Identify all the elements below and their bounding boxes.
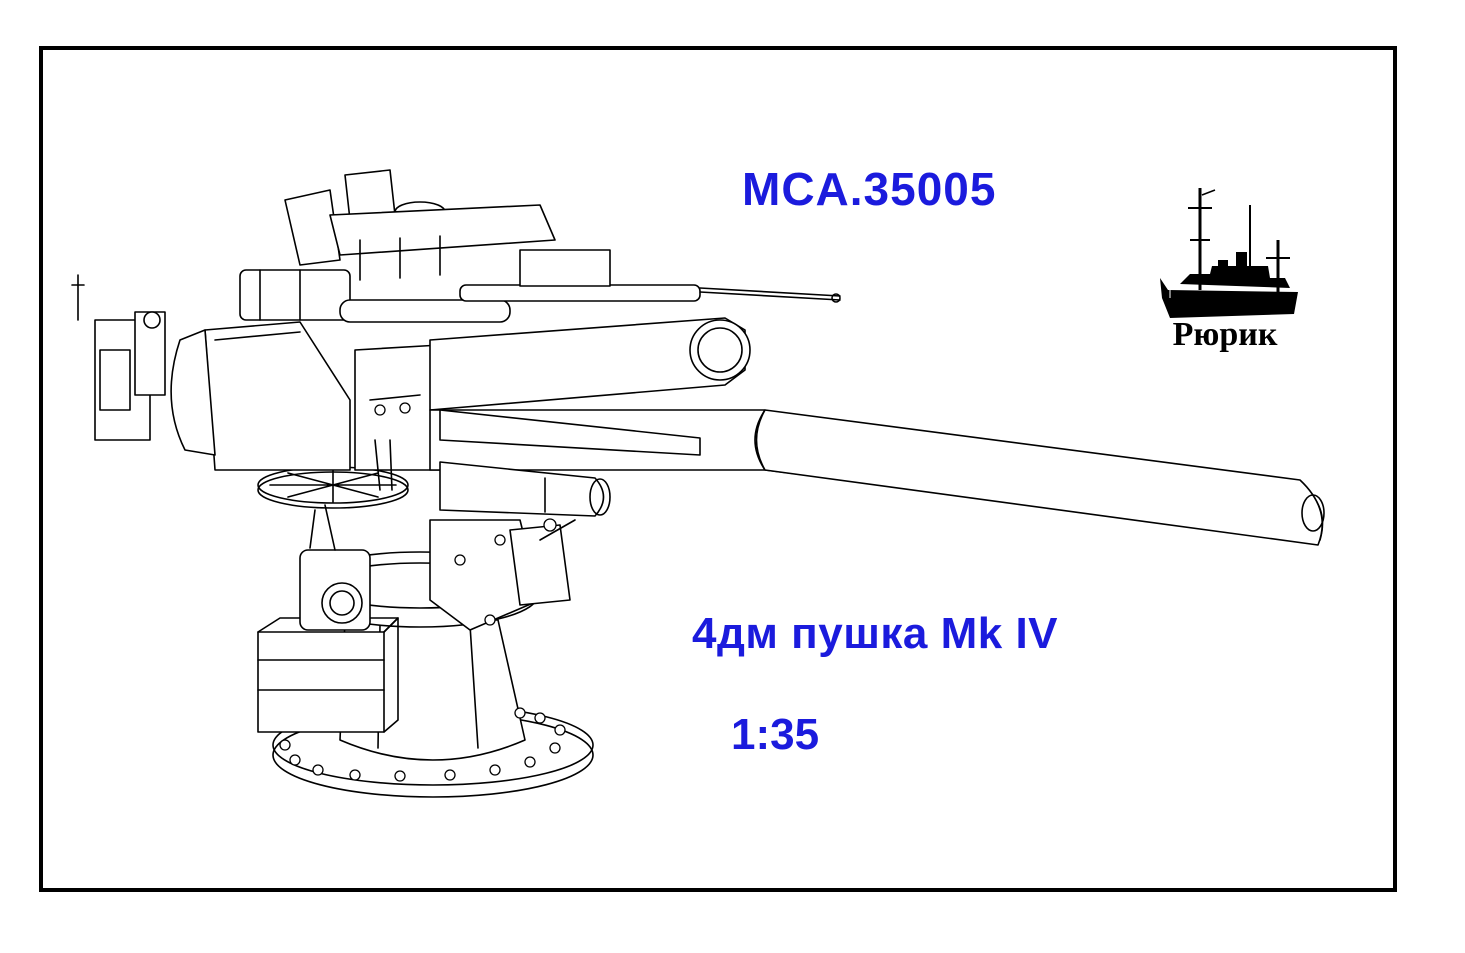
gun-mount-base	[257, 466, 594, 798]
cruiser-silhouette-icon	[1160, 188, 1298, 318]
product-code: MCA.35005	[742, 163, 997, 215]
product-title: 4дм пушка Mk IV	[692, 609, 1059, 658]
gun-barrel	[429, 317, 1325, 631]
gun-cradle	[71, 169, 841, 491]
product-scale: 1:35	[731, 710, 820, 759]
brand-name: Рюрик	[1172, 316, 1278, 353]
